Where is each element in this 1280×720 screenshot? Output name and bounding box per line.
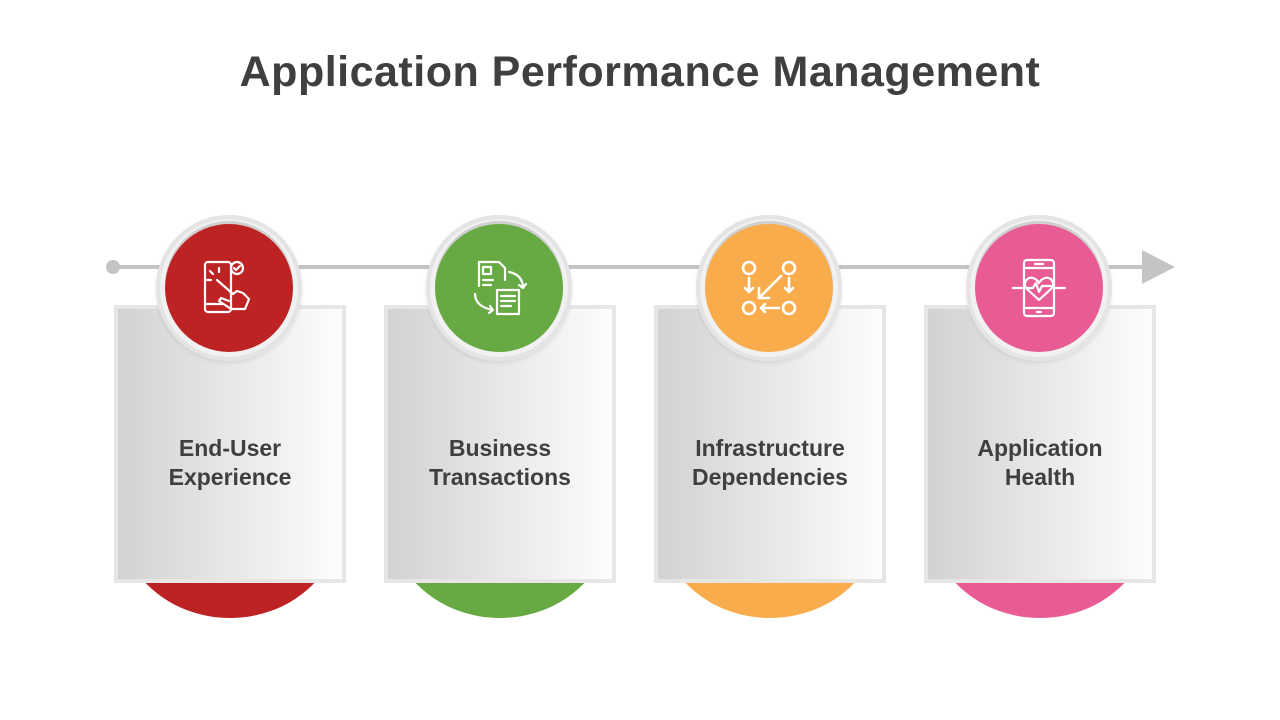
step-icon-circle	[975, 224, 1103, 352]
step-title-line1: Business	[448, 435, 552, 461]
step-title-line1: End-User	[178, 435, 282, 461]
page-title: Application Performance Management	[239, 48, 1041, 96]
step-title-line2: Transactions	[429, 464, 571, 490]
timeline-line	[113, 265, 1148, 269]
phone-heartbeat-icon	[1011, 258, 1067, 318]
step-icon-circle	[705, 224, 833, 352]
dependency-nodes-icon	[741, 260, 797, 316]
touch-phone-icon	[203, 260, 251, 314]
timeline-arrow-icon	[1142, 250, 1175, 284]
step-title-line1: Application	[977, 435, 1103, 461]
step-icon-circle	[435, 224, 563, 352]
step-icon-circle	[165, 224, 293, 352]
step-title-line1: Infrastructure	[695, 435, 845, 461]
step-title-line2: Health	[1004, 464, 1076, 490]
document-exchange-icon	[473, 260, 528, 316]
step-title-line2: Dependencies	[692, 464, 848, 490]
step-title-line2: Experience	[168, 464, 292, 490]
timeline-start-dot	[106, 260, 120, 274]
